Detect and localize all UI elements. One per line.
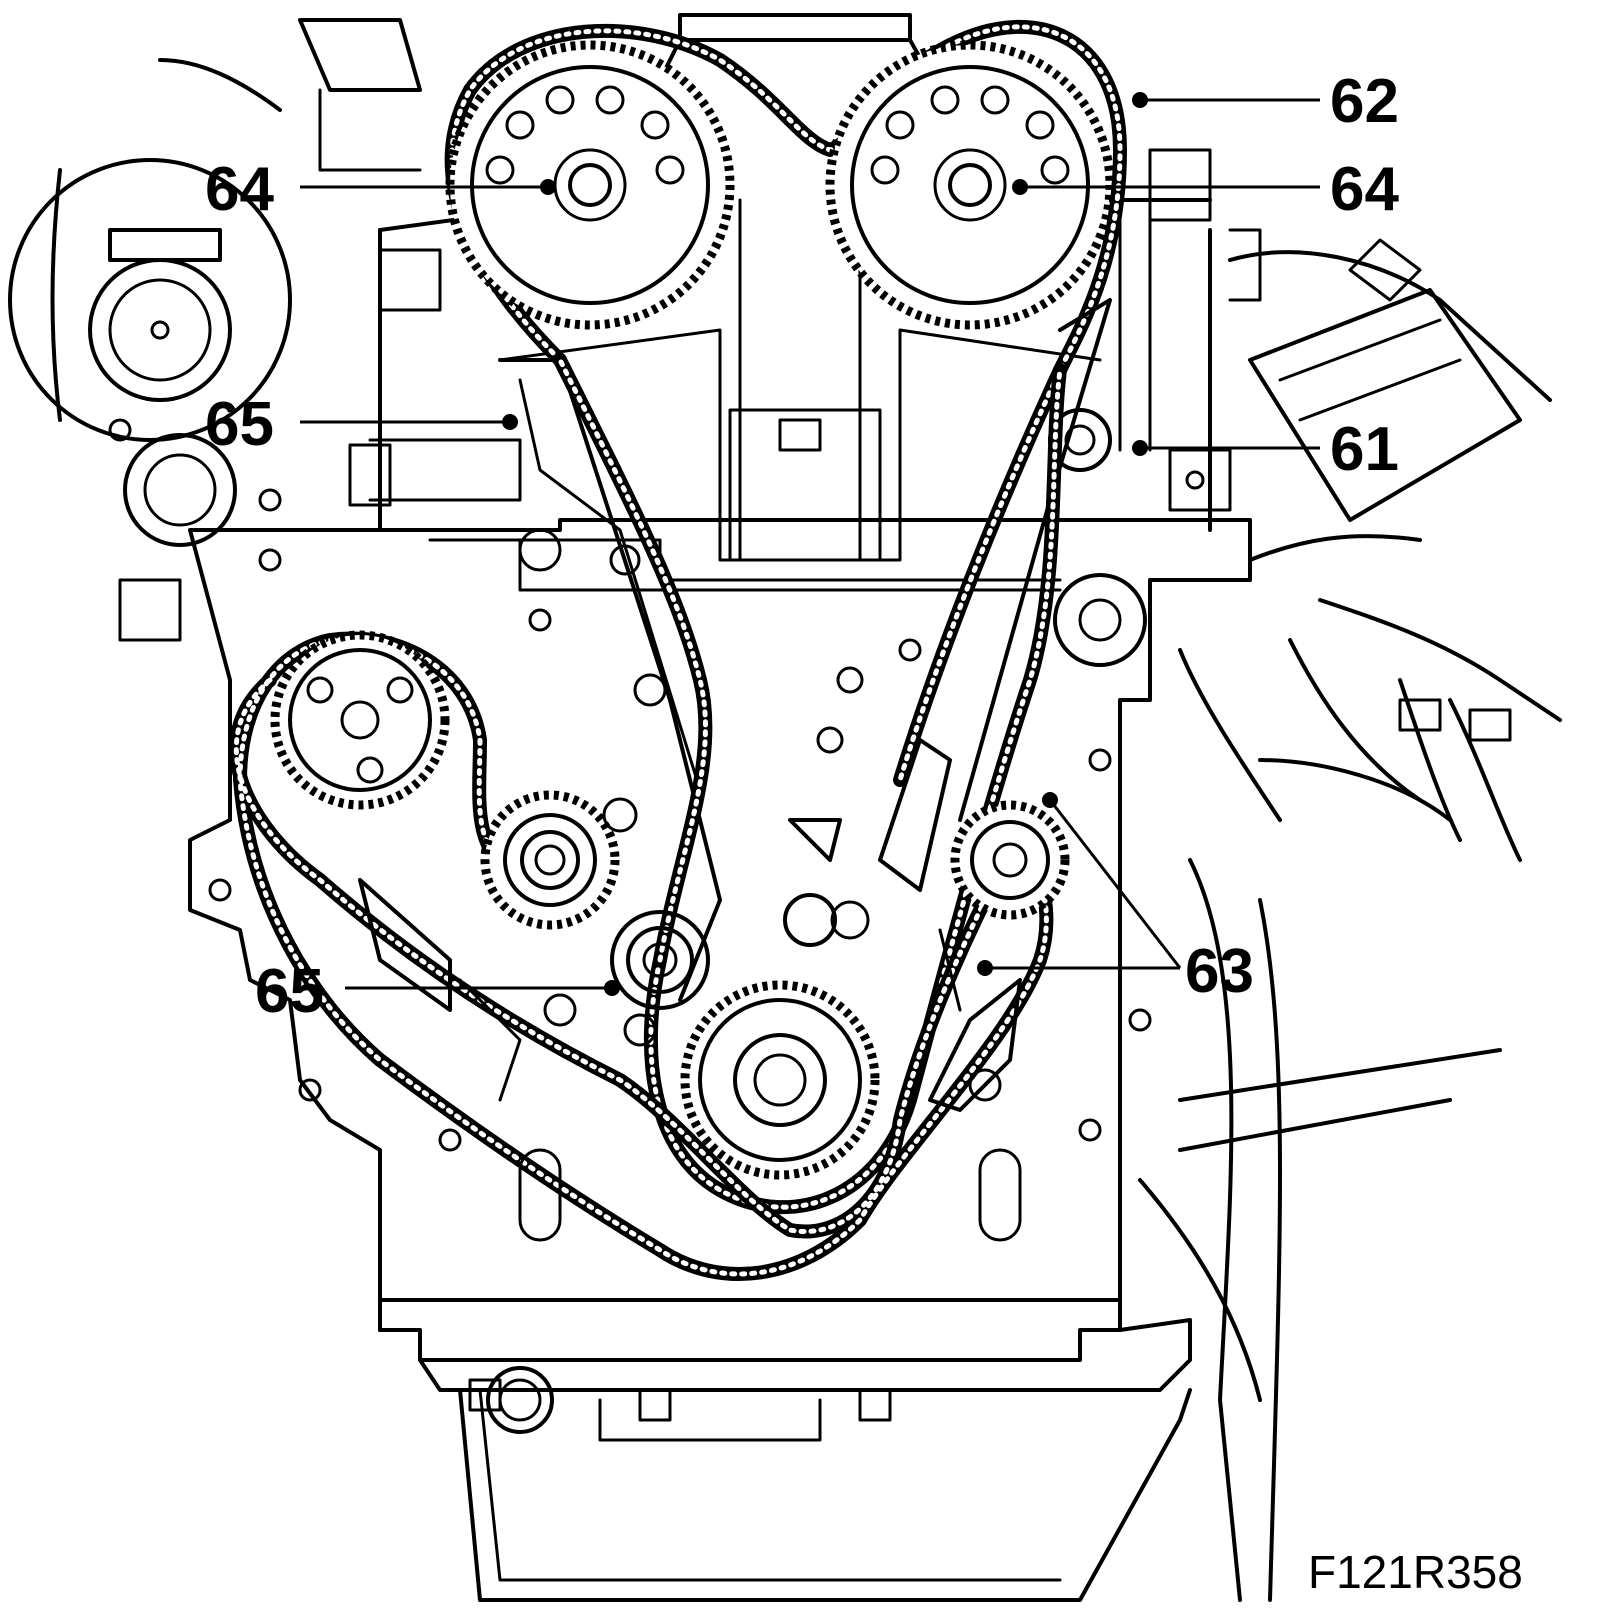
callout-64-right: 64	[1330, 155, 1399, 224]
figure-id: F121R358	[1308, 1546, 1523, 1598]
callout-leaders	[300, 92, 1320, 996]
engine-block	[188, 518, 1252, 1602]
callout-63: 63	[1185, 937, 1254, 1006]
balance-shaft-chain	[229, 631, 1054, 1281]
cover-bolt-holes	[208, 528, 1152, 1242]
callout-labels: 62 64 64 65 61 65 63	[205, 67, 1399, 1026]
callout-62: 62	[1330, 67, 1399, 136]
right-ancillary-unit	[1138, 148, 1562, 1602]
lower-chain-guides	[358, 738, 1022, 1112]
upper-chain-guides	[498, 298, 1147, 1002]
intake-camshaft-sprocket	[445, 40, 735, 330]
callout-65-upper: 65	[205, 390, 274, 459]
exhaust-camshaft-sprocket	[825, 40, 1115, 330]
callout-65-lower: 65	[255, 957, 324, 1026]
callout-61: 61	[1330, 415, 1399, 484]
crankshaft-sprocket	[680, 980, 880, 1180]
balance-shaft-sprockets	[270, 630, 1070, 1010]
callout-64-left: 64	[205, 155, 274, 224]
left-ancillary-unit	[8, 18, 422, 642]
